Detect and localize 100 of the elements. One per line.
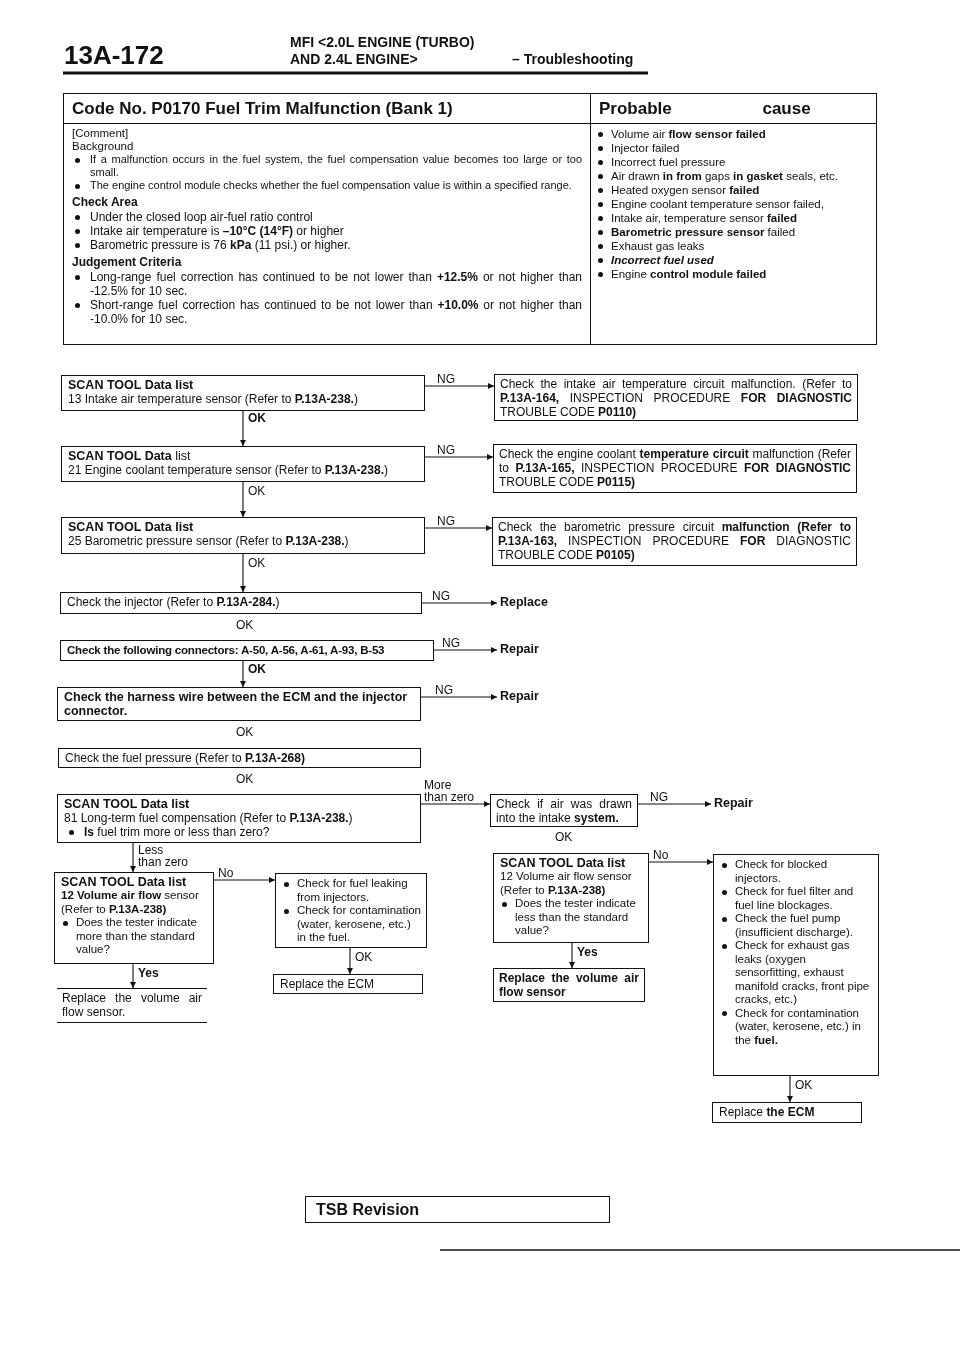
bullet-item: Incorrect fuel pressure [595,155,872,169]
box-text: Replace the ECM [280,977,376,991]
box-text: Check the barometric pressure circuit malfunction (Refer to P.13A-163, INSPECTION PROCEDURE FOR DIAGNOSTIC TROUBLE CODE P0105) [498,520,851,562]
arrow [240,410,246,447]
box-text: 13 Intake air temperature sensor (Refer to P.13A-238.) [68,392,359,406]
edge-label: NG [432,590,450,602]
page-header: MFI <2.0L ENGINE (TURBO) AND 2.4L ENGINE> [290,34,476,68]
process-box [54,872,214,964]
edge-label: NG [435,684,453,696]
arrow [569,942,575,969]
edge-label: Yes [577,946,598,958]
result-text: Repair [711,796,753,811]
bullet-item: Injector failed [595,141,872,155]
process-box [60,640,434,661]
process-box [493,968,645,1002]
bullet-item: Heated oxygen sensor failed [595,183,872,197]
box-text: Replace the volume air flow sensor [499,971,639,999]
edge-label: More than zero [424,779,475,803]
arrow [347,947,353,975]
process-box [713,854,879,1076]
box-heading: Check the harness wire between the ECM and the injector connector. [64,690,409,718]
arrow [130,842,136,873]
process-box [57,687,421,721]
box-text: 12 Volume air flow sensor (Refer to P.13A-238) [61,889,200,916]
bullet-item: Engine coolant temperature sensor failed, [595,197,872,211]
arrow [240,553,246,593]
arrow [130,963,136,989]
bullet-item: Check the fuel pump (insufficient discharge). [719,912,873,939]
arrow [424,454,494,460]
process-box [490,794,638,827]
bullet-item: Check for contamination (water, kerosene, etc.) in the fuel. [719,1006,873,1047]
info-panel [63,93,591,345]
edge-label: No [653,849,669,861]
edge-label: No [218,867,234,879]
bullet-item: Under the closed loop air-fuel ratio control [72,210,582,224]
arrow [240,481,246,518]
edge-label: OK [248,485,266,497]
arrow [240,660,246,688]
bullet-item: If a malfunction occurs in the fuel system, the fuel compensation value becomes too large or too small. [72,153,582,179]
box-text: 12 Volume air flow sensor (Refer to P.13A-238) [500,870,633,897]
bullet-item: Does the tester indicate more than the standard value? [60,916,208,957]
process-box [492,517,857,566]
box-heading: SCAN TOOL Data list [64,797,191,811]
box-text: Check the engine coolant temperature circuit malfunction (Refer to P.13A-165, INSPECTION PROCEDURE FOR DIAGNOSTIC TROUBLE CODE P0115) [499,447,851,489]
box-text: 25 Barometric pressure sensor (Refer to P.13A-238.) [68,534,350,548]
process-box [273,974,423,994]
edge-label: NG [437,515,455,527]
flow-label: OK [236,619,254,632]
arrow [213,877,276,883]
result-text: Repair [497,689,539,704]
process-box [275,873,427,948]
process-box [493,444,857,493]
edge-label: OK [355,951,373,963]
bullet-item: Check for blocked injectors. [719,858,873,885]
box-text: Replace the ECM [719,1105,816,1119]
box-heading: SCAN TOOL Data list [68,520,195,534]
edge-label: OK [248,663,266,675]
box-text: 21 Engine coolant temperature sensor (Refer to P.13A-238.) [68,463,389,477]
bullet-item: Incorrect fuel used [595,253,872,267]
box-text: 81 Long-term fuel compensation (Refer to P.13A-238.) [64,811,354,825]
bullet-item: The engine control module checks whether the fuel compensation value is within a specified range. [72,179,582,192]
box-text: Check if air was drawn into the intake system. [496,797,632,825]
box-text: Check the injector (Refer to P.13A-284.) [67,595,281,609]
panel-text: [Comment] [72,127,130,140]
arrow [648,859,714,865]
arrow [424,525,493,531]
flow-label: OK [236,726,254,739]
arrow [787,1075,793,1103]
process-box [61,446,425,482]
edge-label: OK [248,412,266,424]
box-heading: SCAN TOOL Data list [68,449,192,463]
table-header: Code No. P0170 Fuel Trim Malfunction (Bank 1) [64,94,590,124]
bullet-item: Check for fuel leaking from injectors. [281,877,421,904]
bullet-item: Volume air flow sensor failed [595,127,872,141]
edge-label: Yes [138,967,159,979]
arrow [637,801,712,807]
bullet-item: Air drawn in from gaps in gasket seals, etc. [595,169,872,183]
process-box [58,748,421,768]
bullet-item: Barometric pressure is 76 kPa (11 psi.) or higher. [72,238,582,252]
process-box [61,375,425,411]
edge-label: OK [248,557,266,569]
bullet-item: Check for exhaust gas leaks (oxygen sensorfitting, exhaust manifold cracks, front pipe cracks, etc.) [719,939,873,1007]
edge-label: NG [437,373,455,385]
arrow [421,600,498,606]
section-title: – Troubleshooting [512,51,634,68]
section-heading: Judgement Criteria [72,255,183,270]
page-number: 13A-172 [64,40,164,70]
bullet-item: Check for fuel filter and fuel line blockages. [719,885,873,912]
box-text: Replace the volume air flow sensor. [62,991,202,1019]
arrow [420,801,491,807]
bullet-item: Intake air, temperature sensor failed [595,211,872,225]
bullet-item: Does the tester indicate less than the standard value? [499,897,643,938]
bullet-item: Short-range fuel correction has continued to be not lower than +10.0% or not higher than -10.0% for 10 sec. [72,298,582,326]
process-box [493,853,649,943]
arrow [433,647,498,653]
box-heading: SCAN TOOL Data list [500,856,627,870]
bullet-item: Engine control module failed [595,267,872,281]
process-box [61,517,425,554]
revision-text: TSB Revision [316,1201,421,1219]
box-heading: SCAN TOOL Data list [61,875,188,889]
